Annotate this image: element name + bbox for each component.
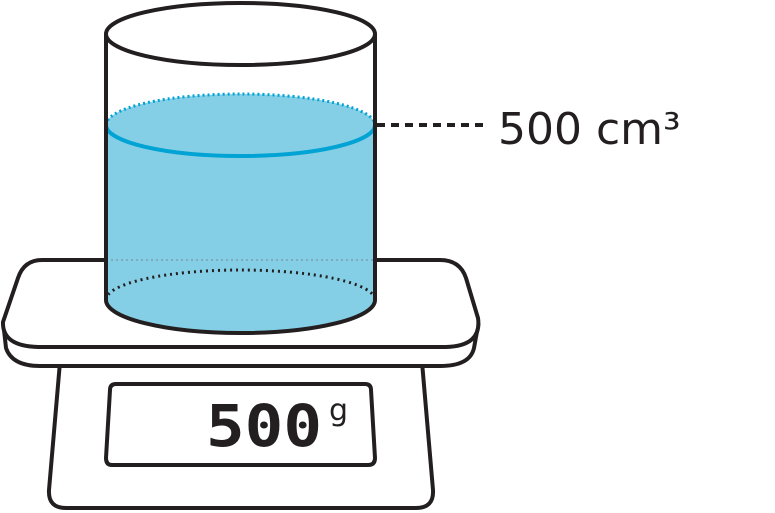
scale-display [103,382,378,467]
beaker-rim [104,1,377,67]
scale-reading: 500 [206,392,322,460]
scale-unit: g [329,393,348,428]
water-surface [106,94,375,156]
volume-label: 500 cm³ [498,104,681,155]
water [106,125,375,333]
beaker [104,34,377,335]
